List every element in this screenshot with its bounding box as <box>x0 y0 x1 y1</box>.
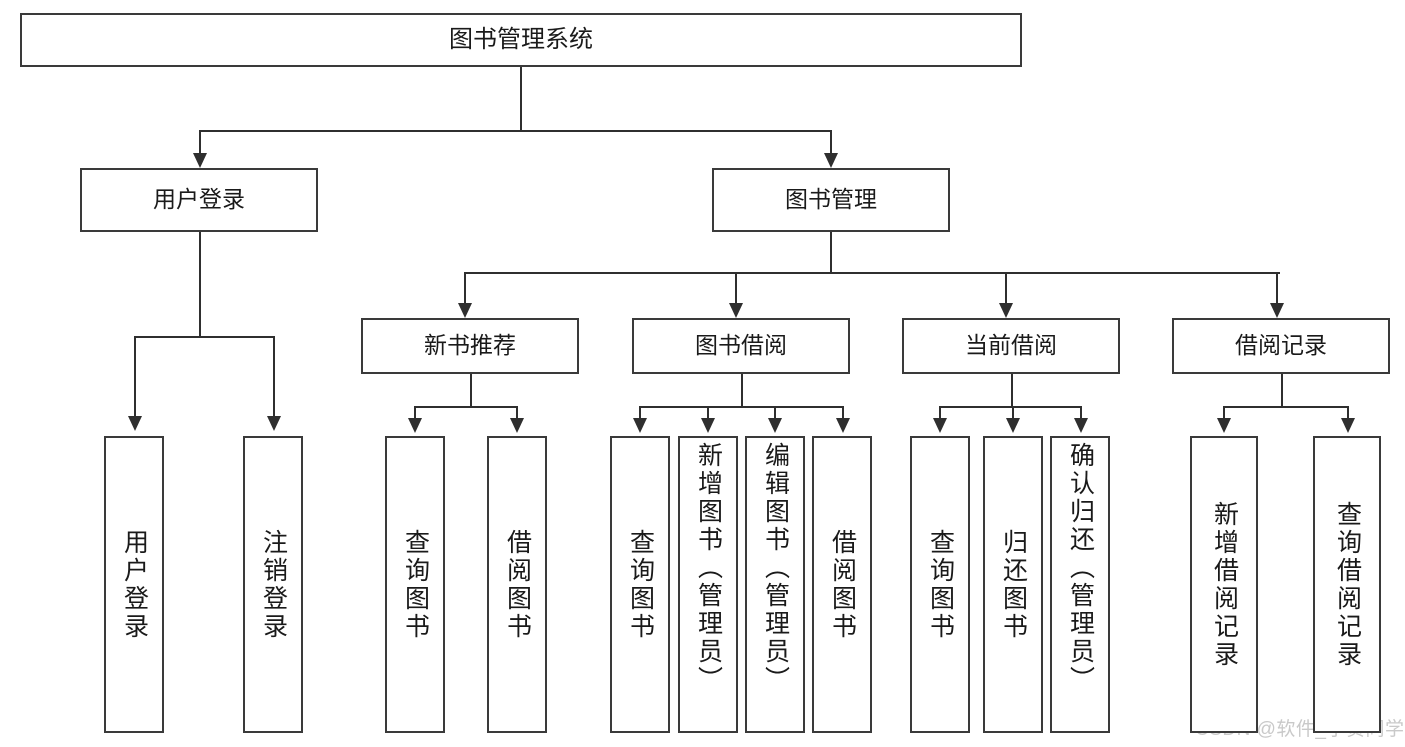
book-manage-stem <box>830 232 832 272</box>
arrow-head-icon <box>267 416 281 431</box>
arrow-head-icon <box>701 418 715 433</box>
leaf-node-leaf-return-book[interactable]: 归还图书 <box>983 436 1043 733</box>
root-drop-1 <box>830 130 832 153</box>
arrow-head-icon <box>824 153 838 168</box>
new-book-recommend-drop-1 <box>516 406 518 420</box>
leaf-node-label: 查询图书 <box>626 528 655 641</box>
current-borrow-drop-1 <box>1012 406 1014 420</box>
leaf-node-leaf-borrow-book-2[interactable]: 借阅图书 <box>812 436 872 733</box>
arrow-head-icon <box>458 303 472 318</box>
arrow-head-icon <box>999 303 1013 318</box>
root-drop-0 <box>199 130 201 153</box>
leaf-node-leaf-logout-login[interactable]: 注销登录 <box>243 436 303 733</box>
book-borrow-drop-2 <box>774 406 776 420</box>
book-manage-drop-2 <box>1005 272 1007 303</box>
leaf-node-leaf-query-book-2[interactable]: 查询图书 <box>610 436 670 733</box>
current-borrow-bus <box>939 406 1080 408</box>
leaf-node-label: 编辑图书（管理员） <box>761 442 790 694</box>
book-manage-bus <box>464 272 1280 274</box>
leaf-node-label: 用户登录 <box>120 528 149 641</box>
leaf-node-leaf-confirm-return-admin[interactable]: 确认归还（管理员） <box>1050 436 1110 733</box>
leaf-node-label: 查询图书 <box>926 528 955 641</box>
arrow-head-icon <box>836 418 850 433</box>
root-node-label: 图书管理系统 <box>449 25 593 53</box>
book-manage-drop-0 <box>464 272 466 303</box>
leaf-node-label: 查询图书 <box>401 528 430 641</box>
branch-node-label: 借阅记录 <box>1235 332 1327 359</box>
branch-node-current-borrow[interactable]: 当前借阅 <box>902 318 1120 374</box>
leaf-node-leaf-query-book-1[interactable]: 查询图书 <box>385 436 445 733</box>
arrow-head-icon <box>1074 418 1088 433</box>
arrow-head-icon <box>510 418 524 433</box>
borrow-record-drop-1 <box>1347 406 1349 420</box>
new-book-recommend-stem <box>470 374 472 406</box>
arrow-head-icon <box>1270 303 1284 318</box>
leaf-node-label: 归还图书 <box>999 528 1028 641</box>
user-login-stem <box>199 232 201 336</box>
arrow-head-icon <box>1006 418 1020 433</box>
root-node-root[interactable]: 图书管理系统 <box>20 13 1022 67</box>
arrow-head-icon <box>729 303 743 318</box>
leaf-node-label: 借阅图书 <box>503 528 532 641</box>
current-borrow-stem <box>1011 374 1013 406</box>
leaf-node-leaf-add-book-admin[interactable]: 新增图书（管理员） <box>678 436 738 733</box>
leaf-node-label: 新增图书（管理员） <box>694 442 723 694</box>
leaf-node-leaf-edit-book-admin[interactable]: 编辑图书（管理员） <box>745 436 805 733</box>
arrow-head-icon <box>933 418 947 433</box>
user-login-bus <box>134 336 273 338</box>
leaf-node-label: 借阅图书 <box>828 528 857 641</box>
book-manage-drop-1 <box>735 272 737 303</box>
new-book-recommend-bus <box>414 406 516 408</box>
arrow-head-icon <box>193 153 207 168</box>
leaf-node-leaf-add-borrow-record[interactable]: 新增借阅记录 <box>1190 436 1258 733</box>
arrow-head-icon <box>633 418 647 433</box>
branch-node-book-manage[interactable]: 图书管理 <box>712 168 950 232</box>
branch-node-user-login[interactable]: 用户登录 <box>80 168 318 232</box>
new-book-recommend-drop-0 <box>414 406 416 420</box>
branch-node-label: 图书借阅 <box>695 332 787 359</box>
leaf-node-label: 新增借阅记录 <box>1210 500 1239 669</box>
book-manage-drop-3 <box>1276 272 1278 303</box>
branch-node-borrow-record[interactable]: 借阅记录 <box>1172 318 1390 374</box>
current-borrow-drop-0 <box>939 406 941 420</box>
borrow-record-stem <box>1281 374 1283 406</box>
branch-node-label: 新书推荐 <box>424 332 516 359</box>
leaf-node-label: 查询借阅记录 <box>1333 500 1362 669</box>
arrow-head-icon <box>408 418 422 433</box>
branch-node-label: 用户登录 <box>153 186 245 213</box>
leaf-node-label: 注销登录 <box>259 528 288 641</box>
arrow-head-icon <box>128 416 142 431</box>
leaf-node-leaf-query-book-3[interactable]: 查询图书 <box>910 436 970 733</box>
branch-node-book-borrow[interactable]: 图书借阅 <box>632 318 850 374</box>
current-borrow-drop-2 <box>1080 406 1082 420</box>
leaf-node-leaf-query-borrow-record[interactable]: 查询借阅记录 <box>1313 436 1381 733</box>
arrow-head-icon <box>1341 418 1355 433</box>
borrow-record-drop-0 <box>1223 406 1225 420</box>
leaf-node-label: 确认归还（管理员） <box>1066 442 1095 694</box>
user-login-drop-1 <box>273 336 275 416</box>
book-borrow-drop-3 <box>842 406 844 420</box>
book-borrow-drop-0 <box>639 406 641 420</box>
arrow-head-icon <box>1217 418 1231 433</box>
branch-node-label: 当前借阅 <box>965 332 1057 359</box>
book-borrow-drop-1 <box>707 406 709 420</box>
branch-node-label: 图书管理 <box>785 186 877 213</box>
arrow-head-icon <box>768 418 782 433</box>
leaf-node-leaf-borrow-book-1[interactable]: 借阅图书 <box>487 436 547 733</box>
borrow-record-bus <box>1223 406 1347 408</box>
root-stem <box>520 67 522 130</box>
book-borrow-bus <box>639 406 842 408</box>
root-bus <box>199 130 831 132</box>
book-borrow-stem <box>741 374 743 406</box>
user-login-drop-0 <box>134 336 136 416</box>
leaf-node-leaf-user-login[interactable]: 用户登录 <box>104 436 164 733</box>
branch-node-new-book-recommend[interactable]: 新书推荐 <box>361 318 579 374</box>
